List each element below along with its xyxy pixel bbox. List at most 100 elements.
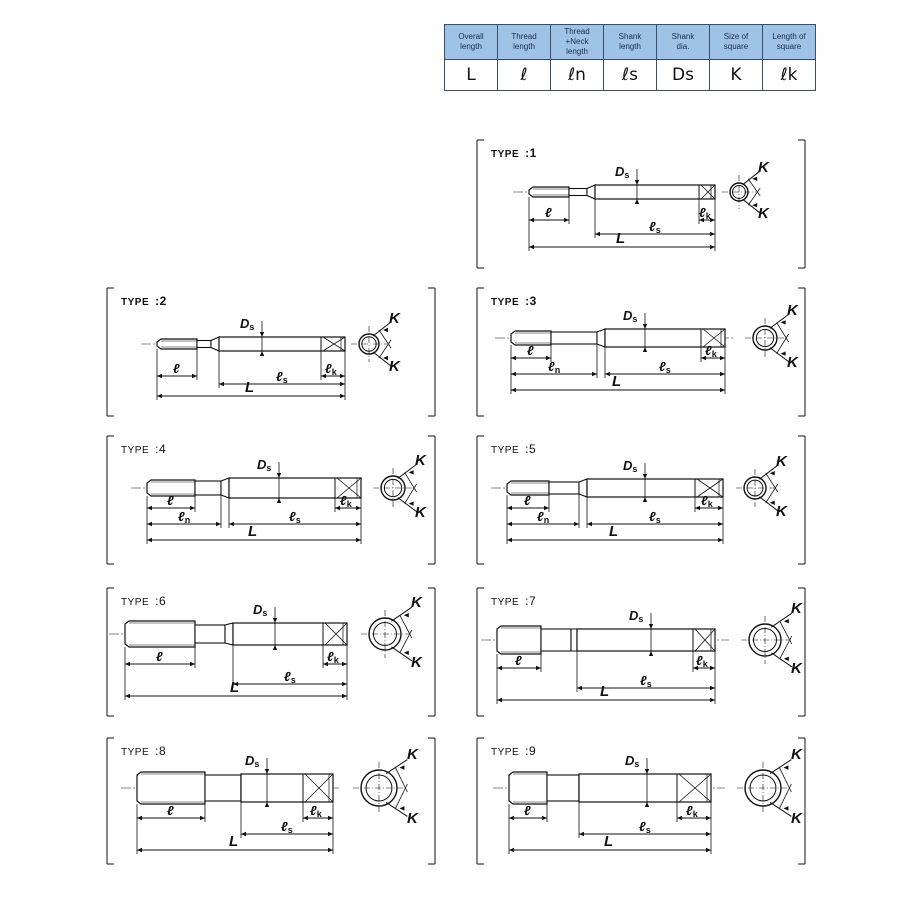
arrowhead — [529, 244, 534, 250]
square-end-circle — [361, 336, 377, 352]
dim-label-shank-length: ℓs — [289, 509, 301, 525]
arrowhead — [157, 393, 162, 399]
arrowhead — [147, 521, 152, 527]
arrowhead — [507, 537, 512, 543]
k-dimension — [747, 187, 761, 206]
dim-label-shank-length: ℓs — [639, 819, 651, 835]
dim-label-square-length: ℓk — [696, 653, 708, 669]
legend-symbol-l: ℓ — [497, 59, 551, 91]
dim-label-K: K — [389, 358, 400, 375]
arrowhead — [408, 470, 414, 475]
legend-symbol-row: L ℓ ℓn ℓs Ds K ℓk — [444, 59, 816, 91]
shank-end-circle — [752, 325, 778, 351]
k-dimension — [769, 313, 789, 329]
k-dimension — [765, 483, 779, 504]
k-dimension — [769, 801, 792, 817]
k-dimension — [742, 170, 761, 186]
arrowhead — [147, 537, 152, 543]
arrowhead — [264, 769, 270, 774]
thread-section — [508, 771, 548, 805]
shank-end-circle — [744, 769, 782, 807]
type-number: :9 — [525, 744, 537, 758]
k-dimension — [765, 472, 779, 493]
arrowhead — [342, 681, 347, 687]
arrowhead — [529, 217, 534, 223]
type-word: TYPE — [121, 297, 150, 308]
neck-section — [568, 187, 588, 197]
legend-symbol-ds: Ds — [656, 59, 710, 91]
thread-section — [136, 771, 206, 805]
arrowhead — [677, 815, 682, 821]
k-dimension — [395, 783, 408, 809]
shank-section — [218, 336, 346, 352]
type-word: TYPE — [491, 149, 520, 160]
arrowhead — [718, 537, 723, 543]
arrowhead — [192, 373, 197, 379]
arrowhead — [783, 806, 789, 811]
arrowhead — [783, 656, 789, 661]
k-dimension — [404, 483, 417, 504]
square-cross — [700, 184, 716, 200]
arrowhead — [276, 498, 282, 503]
arrowhead — [509, 815, 514, 821]
arrowhead — [592, 371, 597, 377]
shank-section — [240, 773, 334, 803]
type-number: :8 — [155, 744, 167, 758]
shank-section — [604, 328, 726, 348]
legend-symbol-k: K — [709, 59, 763, 91]
dim-label-thread: ℓ — [173, 361, 180, 376]
arrowhead — [564, 217, 569, 223]
neck-taper — [586, 184, 596, 200]
thread-section — [528, 186, 570, 198]
k-dimension — [769, 759, 792, 775]
k-dimension — [397, 463, 417, 479]
type-label: TYPE:7 — [491, 594, 536, 608]
arrowhead — [783, 765, 789, 770]
type-label: TYPE:5 — [491, 442, 536, 456]
k-dimension — [742, 198, 761, 214]
arrowhead — [642, 474, 648, 479]
arrowhead — [272, 645, 278, 650]
type-label: TYPE:4 — [121, 442, 166, 456]
arrowhead — [497, 665, 502, 671]
arrowhead — [328, 847, 333, 853]
arrowhead — [720, 355, 725, 361]
dim-label-Ds: Ds — [625, 753, 640, 769]
k-dimension — [372, 321, 392, 337]
type-diagram-drawing — [106, 287, 436, 417]
dim-label-K: K — [791, 746, 802, 763]
arrowhead — [137, 847, 142, 853]
shank-end-circle — [743, 476, 767, 500]
dim-label-K: K — [776, 503, 787, 520]
shank-section — [232, 622, 348, 646]
type-label: TYPE:9 — [491, 744, 536, 758]
neck-section — [548, 481, 580, 495]
arrowhead — [321, 373, 326, 379]
thread-section — [124, 620, 196, 648]
arrowhead — [699, 217, 704, 223]
k-dimension — [404, 472, 417, 493]
arrowhead — [403, 650, 409, 655]
dim-label-shank-length: ℓs — [284, 669, 296, 685]
arrowhead — [511, 355, 516, 361]
dim-label-thread: ℓ — [545, 205, 552, 220]
arrowhead — [408, 501, 414, 506]
arrowhead — [536, 665, 541, 671]
arrowhead — [769, 471, 775, 476]
dim-label-Ds: Ds — [240, 316, 255, 332]
neck-section — [204, 774, 242, 802]
dim-label-Ds: Ds — [623, 308, 638, 324]
arrowhead — [579, 831, 584, 837]
square-end-circle — [365, 774, 393, 802]
dim-label-square-length: ℓk — [340, 493, 352, 509]
dim-label-thread: ℓ — [515, 653, 522, 668]
arrowhead — [190, 505, 195, 511]
arrowhead — [342, 661, 347, 667]
arrowhead — [720, 371, 725, 377]
arrowhead — [701, 355, 706, 361]
arrowhead — [335, 505, 340, 511]
